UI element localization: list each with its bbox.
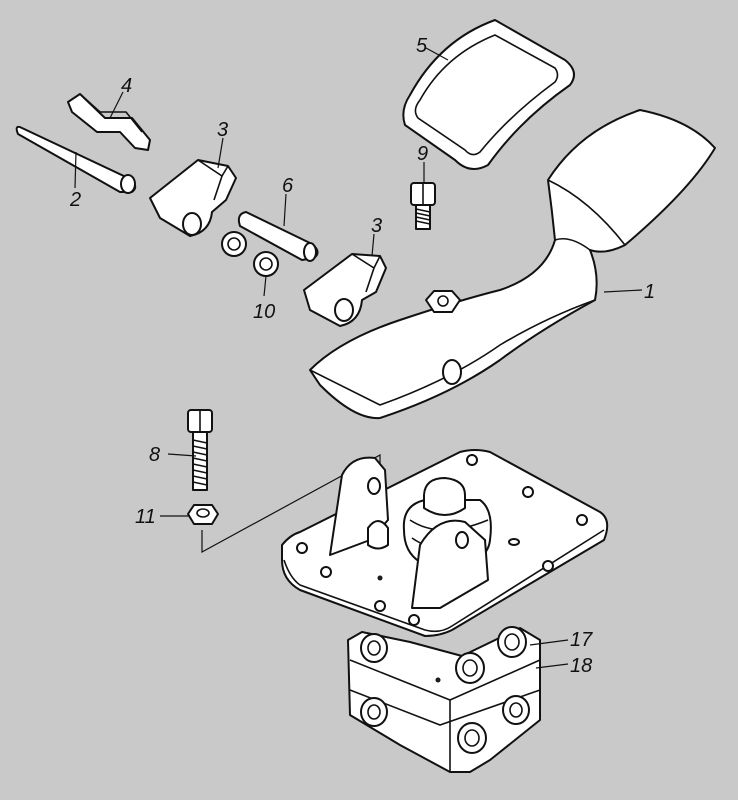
callout-2: 2	[69, 189, 81, 211]
callout-3-lower: 3	[371, 215, 382, 237]
callout-labels: 5 4 3 9 2 6 3 1 10 8 11 17 18	[69, 35, 655, 677]
pedal-pad	[402, 19, 575, 170]
clevis-upper	[149, 159, 237, 237]
pedal-lever	[309, 109, 716, 420]
callout-5: 5	[416, 35, 428, 57]
hex-nut	[187, 504, 219, 525]
clevis-lower	[303, 253, 387, 327]
long-bolt	[187, 409, 213, 491]
callout-8: 8	[149, 444, 160, 466]
callout-18: 18	[570, 655, 592, 677]
brake-valve	[281, 449, 609, 773]
leader-lines	[74, 47, 643, 669]
callout-10: 10	[253, 301, 275, 323]
small-bolt	[410, 182, 436, 230]
callout-3-upper: 3	[217, 119, 228, 141]
callout-9: 9	[417, 143, 428, 165]
washer-10	[253, 251, 279, 277]
short-pin	[237, 211, 319, 262]
callout-6: 6	[282, 175, 294, 197]
callout-17: 17	[570, 629, 593, 651]
spring-clip	[67, 93, 151, 151]
callout-11: 11	[135, 506, 156, 528]
washer-1	[221, 231, 247, 257]
callout-1: 1	[644, 281, 655, 303]
valve-ports	[360, 626, 530, 754]
callout-4: 4	[121, 75, 132, 97]
